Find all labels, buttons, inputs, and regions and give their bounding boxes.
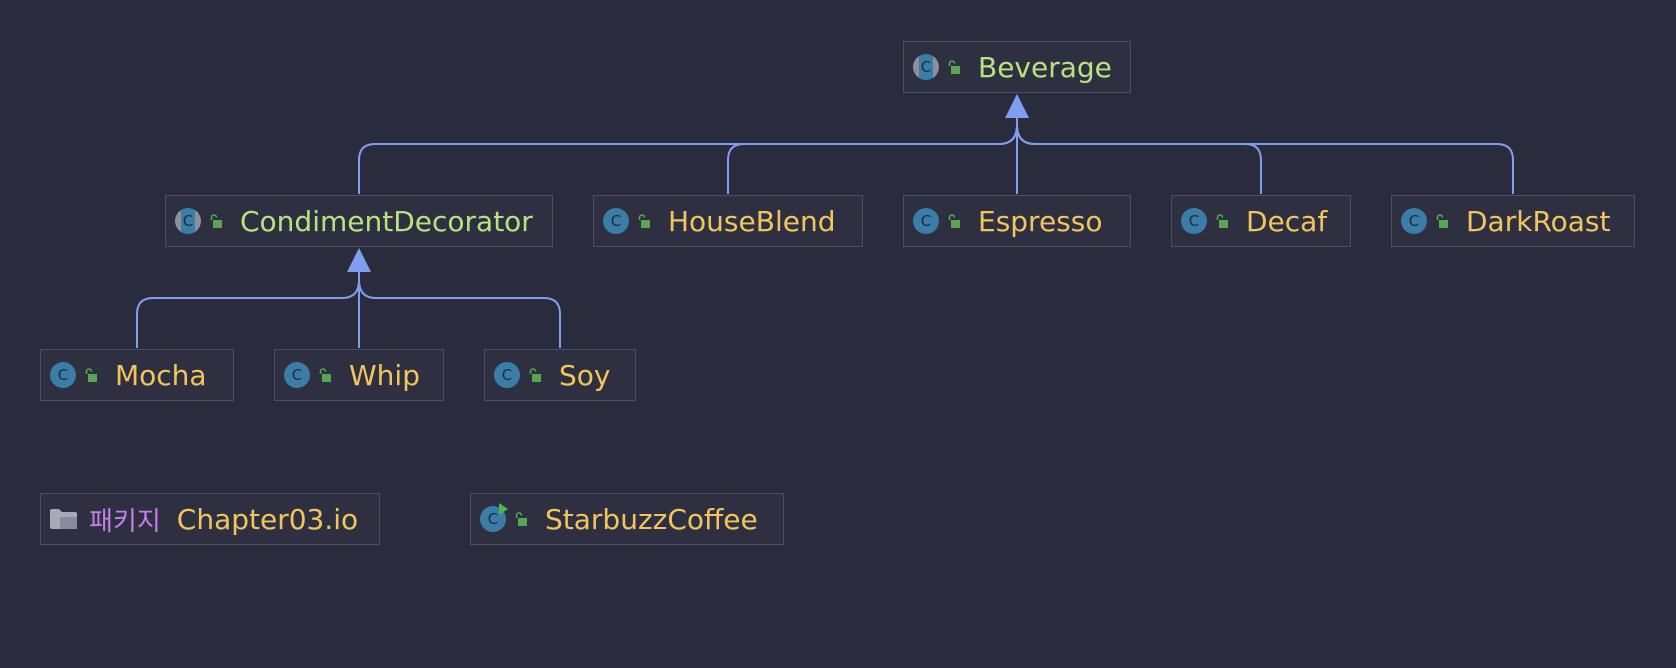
class-name: StarbuzzCoffee: [545, 502, 758, 536]
class-name: CondimentDecorator: [240, 204, 533, 238]
class-node-starbuzzcoffee[interactable]: C StarbuzzCoffee: [470, 493, 784, 545]
class-name: Beverage: [978, 50, 1112, 84]
abstract-class-icon: C: [175, 208, 201, 234]
class-name: HouseBlend: [668, 204, 836, 238]
edge-condimentdecorator-to-beverage: [358, 124, 1018, 194]
class-icon: C: [913, 208, 939, 234]
package-node[interactable]: 패키지 Chapter03.io: [40, 493, 380, 545]
class-node-houseblend[interactable]: C HouseBlend: [593, 195, 863, 247]
extends-arrowhead-beverage: [1005, 94, 1029, 118]
class-node-whip[interactable]: C Whip: [274, 349, 444, 401]
extends-arrowhead-condimentdecorator: [347, 248, 371, 272]
runnable-class-icon: C: [480, 503, 508, 532]
class-icon: C: [603, 208, 629, 234]
class-name: Mocha: [115, 358, 207, 392]
package-name: Chapter03.io: [176, 502, 359, 536]
class-icon: C: [1401, 208, 1427, 234]
class-node-espresso[interactable]: C Espresso: [903, 195, 1131, 247]
public-lock-icon: [948, 214, 960, 228]
class-node-darkroast[interactable]: C DarkRoast: [1391, 195, 1635, 247]
edge-soy-to-condimentdecorator: [358, 279, 561, 348]
public-lock-icon: [1436, 214, 1448, 228]
class-name: Espresso: [978, 204, 1103, 238]
class-icon: C: [50, 362, 76, 388]
class-name: Whip: [349, 358, 420, 392]
public-lock-icon: [319, 368, 331, 382]
package-keyword: 패키지: [89, 506, 161, 537]
class-node-mocha[interactable]: C Mocha: [40, 349, 234, 401]
class-name: DarkRoast: [1466, 204, 1611, 238]
class-node-condimentdecorator[interactable]: C CondimentDecorator: [165, 195, 553, 247]
class-name: Soy: [559, 358, 611, 392]
class-icon: C: [284, 362, 310, 388]
public-lock-icon: [529, 368, 541, 382]
edge-decaf-to-beverage: [1016, 124, 1262, 194]
public-lock-icon: [515, 512, 527, 526]
public-lock-icon: [85, 368, 97, 382]
edge-darkroast-to-beverage: [1016, 124, 1514, 194]
public-lock-icon: [638, 214, 650, 228]
edge-mocha-to-condimentdecorator: [136, 279, 360, 348]
public-lock-icon: [210, 214, 222, 228]
class-icon: C: [1181, 208, 1207, 234]
class-name: Decaf: [1246, 204, 1328, 238]
folder-icon: [50, 509, 77, 529]
class-node-beverage[interactable]: C Beverage: [903, 41, 1131, 93]
abstract-class-icon: C: [913, 54, 939, 80]
public-lock-icon: [1216, 214, 1228, 228]
class-icon: C: [494, 362, 520, 388]
public-lock-icon: [948, 60, 960, 74]
class-node-soy[interactable]: C Soy: [484, 349, 636, 401]
edge-houseblend-to-beverage: [727, 124, 1018, 194]
class-node-decaf[interactable]: C Decaf: [1171, 195, 1351, 247]
